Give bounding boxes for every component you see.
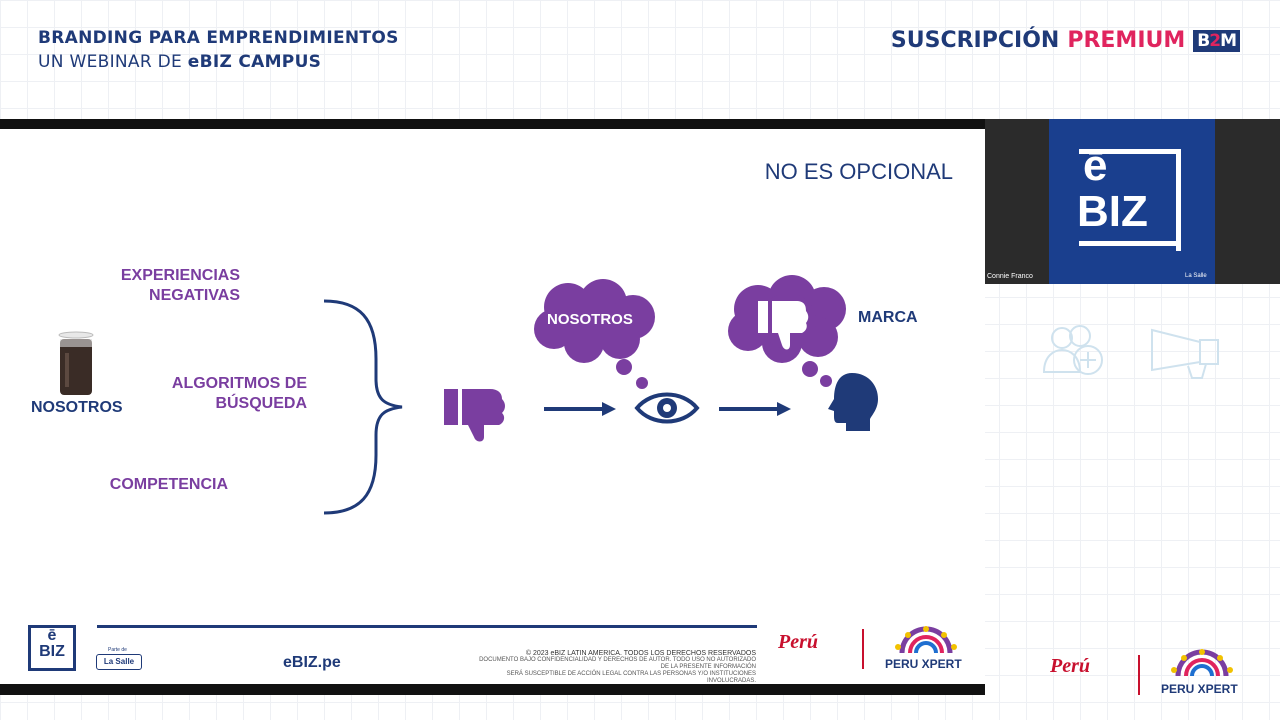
video-feed: ē BIZ La Salle (1049, 119, 1215, 284)
arrow-right-icon (544, 402, 616, 416)
premium-word: PREMIUM (1067, 28, 1186, 53)
thumbs-down-icon (444, 389, 505, 442)
webinar-title: BRANDING PARA EMPRENDIMIENTOS (38, 28, 399, 48)
lasalle-small-text: Parte de (108, 647, 127, 653)
side-peru-xpert-label: PERU XPERT (1161, 682, 1238, 696)
ebiz-video-logo: ē BIZ (1077, 141, 1148, 236)
slide-bottom-bar (0, 684, 985, 695)
thought-cloud-dislike-icon (728, 275, 846, 387)
side-peru-brand-logo: Perú (1050, 655, 1090, 677)
footer-site: eBIZ.pe (283, 654, 341, 671)
side-logo-separator (1138, 655, 1140, 695)
thought-cloud-icon (534, 279, 655, 389)
premium-subscription-banner: SUSCRIPCIÓN PREMIUM B2M (891, 28, 1240, 53)
jar-icon (58, 331, 94, 395)
factor-competition: COMPETENCIA (109, 476, 228, 493)
slide-title: NO ES OPCIONAL (764, 159, 953, 184)
b2m-logo: B2M (1193, 29, 1240, 52)
lasalle-logo: La Salle (96, 654, 142, 670)
curly-brace-icon (323, 299, 403, 515)
video-corner-logo: La Salle (1185, 273, 1207, 279)
ebiz-frame-icon (1079, 149, 1181, 251)
subject-label: NOSOTROS (31, 399, 123, 416)
faint-group-add-icon (1042, 325, 1103, 375)
peru-xpert-label: PERU XPERT (885, 657, 962, 671)
webinar-subtitle: UN WEBINAR DE eBIZ CAMPUS (38, 52, 321, 72)
arrow-right-icon (719, 402, 791, 416)
ebiz-frame-bottom (1079, 241, 1181, 246)
head-profile-icon (828, 373, 878, 431)
footer-divider (97, 625, 757, 628)
ebiz-footer-logo: ē BIZ (28, 625, 76, 671)
copyright-notice: © 2023 eBIZ LATIN AMERICA. TODOS LOS DER… (479, 650, 756, 684)
bubble-label: NOSOTROS (547, 311, 633, 328)
peru-brand-logo: Perú (778, 631, 818, 653)
slide-top-bar (0, 119, 985, 129)
speaker-name: Connie Franco (987, 273, 1033, 280)
faint-megaphone-icon (1151, 328, 1219, 379)
subtitle-prefix: UN WEBINAR DE (38, 52, 188, 72)
subscription-word: SUSCRIPCIÓN (890, 28, 1060, 53)
side-peru-xpert-logo-icon (1171, 649, 1233, 677)
brand-label: MARCA (858, 309, 918, 326)
logo-separator (862, 629, 864, 669)
speaker-video-tile[interactable]: ē BIZ La Salle Connie Franco (985, 119, 1280, 284)
eye-icon (634, 392, 700, 424)
subtitle-brand: eBIZ CAMPUS (187, 52, 322, 72)
peru-xpert-logo-icon (895, 626, 957, 654)
